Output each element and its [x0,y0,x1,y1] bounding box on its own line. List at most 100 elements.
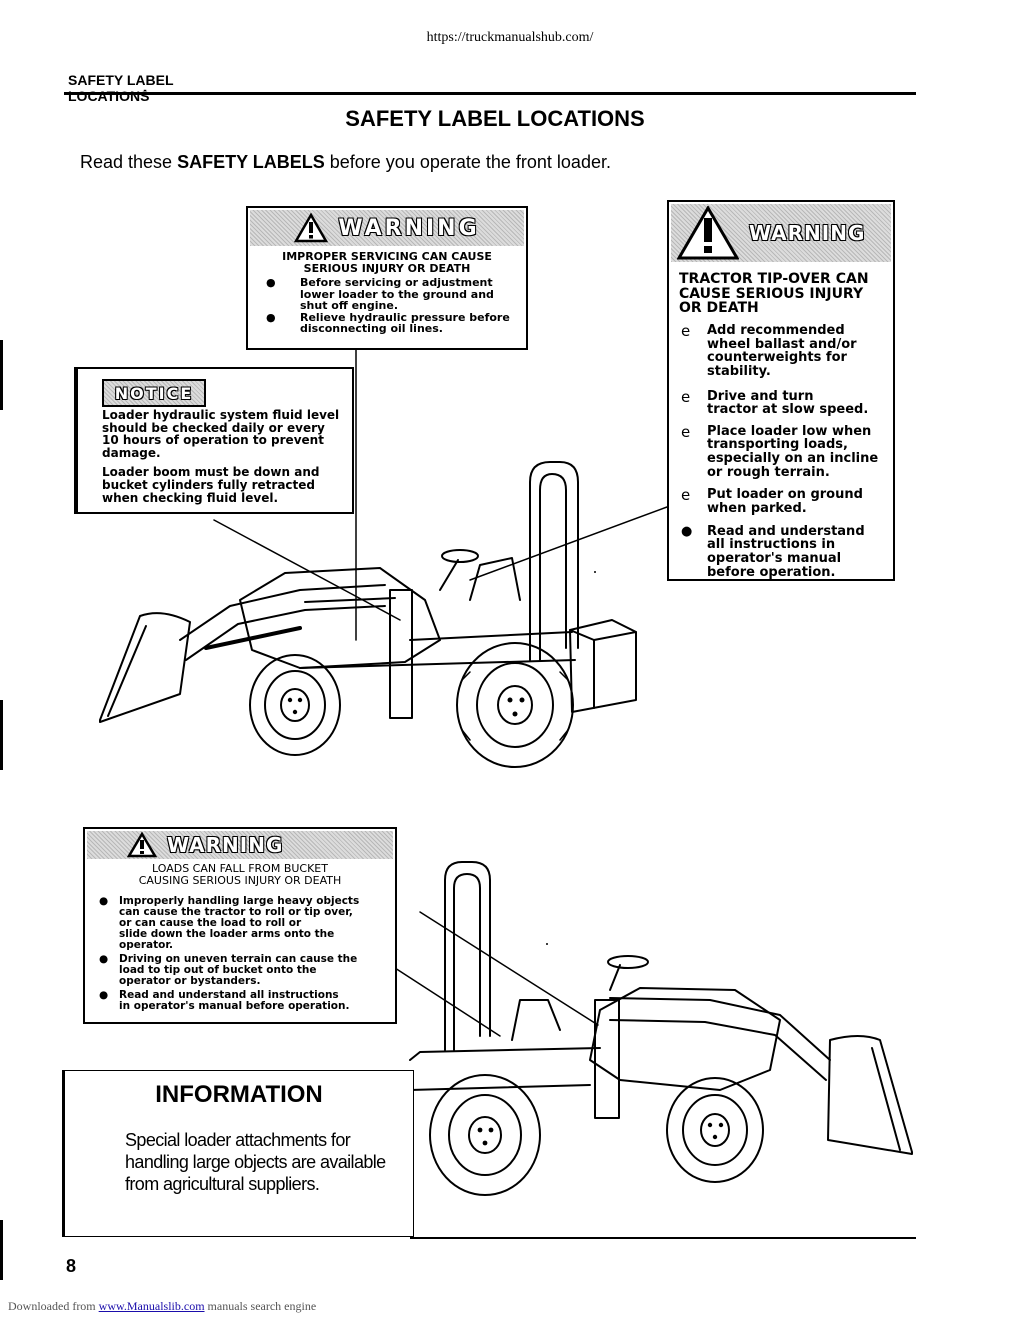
label-line: or can cause the load to roll or [119,917,302,930]
label-line: or rough terrain. [707,464,830,480]
intro-bold: SAFETY LABELS [177,152,325,172]
label-line: CAUSE SERIOUS INJURY [679,285,864,302]
bullet-text: Read and understand all instructions in … [707,525,865,580]
label-line: slide down the loader arms onto the [119,928,335,941]
bullet-text: Improperly handling large heavy objects … [119,895,360,952]
header-rule [64,92,916,95]
information-body: Special loader attachments for handling … [125,1130,386,1194]
label-bullet: ● Before servicing or adjustment lower l… [254,277,520,312]
download-footer: Downloaded from www.Manualslib.com manua… [8,1299,316,1314]
label-line: lower loader to the ground and [300,287,494,301]
footer-after: manuals search engine [204,1299,317,1313]
bullet-dot: ● [99,895,109,907]
notice-heading: NOTICE [114,383,194,403]
bullet-text: Before servicing or adjustment lower loa… [300,277,494,312]
tipover-warning-items: e Add recommended wheel ballast and/or c… [681,322,887,580]
margin-mark [0,700,3,770]
notice-label: NOTICE Loader hydraulic system fluid lev… [74,367,354,514]
label-line: operator's manual [707,550,842,566]
label-line: wheel ballast and/or [707,336,857,352]
label-bullet: ● Read and understand all instructions i… [99,990,391,1012]
label-line: Read and understand all instructions [119,989,339,1002]
label-line: bucket cylinders fully retracted [102,477,316,492]
loads-warning-text: LOADS CAN FALL FROM BUCKET CAUSING SERIO… [91,863,389,886]
label-line: SERIOUS INJURY OR DEATH [303,261,471,275]
margin-mark [0,1220,3,1280]
warning-heading: WARNING [166,832,284,857]
intro-text: Read these SAFETY LABELS before you oper… [80,152,611,173]
source-url[interactable]: https://truckmanualshub.com/ [426,30,594,45]
label-line: OR DEATH [679,300,759,317]
label-line: Place loader low when [707,423,872,439]
label-line: Loader hydraulic system fluid level [102,408,340,422]
margin-mark [0,340,3,410]
warning-heading: WARNING [338,215,480,241]
alert-triangle-icon [677,206,739,260]
label-line: shut off engine. [300,299,399,313]
intro-before: Read these [80,152,178,172]
servicing-warning-label: WARNING IMPROPER SERVICING CAN CAUSE SER… [246,206,528,350]
loads-warning-items: ● Improperly handling large heavy object… [99,895,391,1012]
bullet-marker: e [681,387,691,406]
label-line: TRACTOR TIP-OVER CAN [679,271,869,287]
label-bullet: e Add recommended wheel ballast and/or c… [681,322,887,379]
label-line: all instructions in [707,537,836,553]
bullet-text: Drive and turn tractor at slow speed. [707,388,869,418]
bullet-marker: e [681,422,691,441]
label-line: operator. [119,939,174,952]
label-bullet: e Place loader low when transporting loa… [681,422,887,480]
label-line: tractor at slow speed. [707,402,869,418]
information-box: INFORMATION Special loader attachments f… [62,1070,414,1237]
bullet-dot: ● [266,310,276,324]
label-line: before operation. [707,564,836,580]
notice-text: Loader hydraulic system fluid level shou… [102,409,346,504]
label-line: Read and understand [707,523,865,539]
label-bullet: e Put loader on ground when parked. [681,486,887,517]
label-bullet: ● Relieve hydraulic pressure before disc… [254,310,520,335]
alert-triangle-icon [127,832,157,858]
label-line: Loader boom must be down and [102,465,320,480]
bottom-rule [410,1237,916,1239]
label-bullet: ● Driving on uneven terrain can cause th… [99,954,391,987]
label-line: IMPROPER SERVICING CAN CAUSE [282,250,492,263]
label-line: when parked. [707,501,807,517]
label-bullet: ● Read and understand all instructions i… [681,523,887,580]
warning-header: WARNING [250,210,524,246]
bullet-text: Place loader low when transporting loads… [707,425,878,480]
warning-heading: WARNING [748,220,866,245]
label-bullet: e Drive and turn tractor at slow speed. [681,387,887,418]
label-line: load to tip out of bucket onto the [119,964,317,977]
label-line: especially on an incline [707,451,879,467]
tipover-warning-text: TRACTOR TIP-OVER CAN CAUSE SERIOUS INJUR… [679,272,887,316]
label-line: operator or bystanders. [119,975,261,988]
tipover-warning-label: WARNING TRACTOR TIP-OVER CAN CAUSE SERIO… [667,200,895,581]
label-line: stability. [707,363,771,379]
label-line: 10 hours of operation to prevent [102,433,324,448]
bullet-text: Read and understand all instructions in … [119,990,349,1012]
bullet-marker: e [681,322,691,340]
label-line: Put loader on ground [707,487,863,503]
warning-header: WARNING [87,831,393,859]
bullet-dot: ● [681,523,693,539]
label-line: Improperly handling large heavy objects [119,895,360,907]
label-line: counterweights for [707,350,847,366]
label-line: Before servicing or adjustment [300,276,493,290]
bullet-text: Add recommended wheel ballast and/or cou… [707,324,857,379]
label-line: Drive and turn [707,388,814,404]
label-line: damage. [102,445,161,460]
information-title: INFORMATION [155,1081,323,1108]
label-line: Relieve hydraulic pressure before [300,310,510,324]
label-line: when checking fluid level. [102,490,279,505]
loads-warning-label: WARNING LOADS CAN FALL FROM BUCKET CAUSI… [83,827,397,1024]
label-line: Driving on uneven terrain can cause the [119,953,358,966]
label-line: LOADS CAN FALL FROM BUCKET [152,862,328,875]
bullet-marker: e [681,486,691,505]
intro-after: before you operate the front loader. [324,152,611,172]
servicing-warning-text: IMPROPER SERVICING CAN CAUSE SERIOUS INJ… [254,251,520,335]
footer-link[interactable]: www.Manualslib.com [98,1299,205,1313]
warning-header: WARNING [671,204,891,262]
footer-before: Downloaded from [8,1299,99,1313]
label-line: transporting loads, [707,437,848,453]
bullet-text: Relieve hydraulic pressure before discon… [300,312,510,335]
